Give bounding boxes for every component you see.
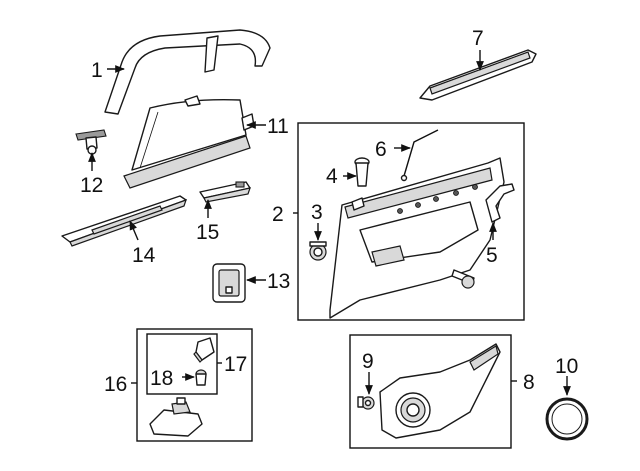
- part-5-bracket: [485, 183, 515, 223]
- callout-13: 13: [267, 270, 290, 293]
- part-11-sunshade: [123, 95, 255, 189]
- part-8-speaker-panel: [379, 343, 501, 439]
- callout-18: 18: [150, 367, 173, 390]
- callout-10: 10: [555, 355, 578, 378]
- group-box-17: [146, 333, 218, 395]
- part-16-lamp-assembly: [149, 397, 203, 437]
- part-7-belt-molding: [419, 49, 537, 101]
- callout-4: 4: [326, 165, 338, 188]
- part-1-window-molding: [104, 29, 271, 115]
- part-13-switch: [212, 263, 246, 303]
- part-9-nut: [357, 396, 375, 410]
- callout-7: 7: [472, 27, 484, 50]
- callout-14: 14: [132, 244, 156, 267]
- part-18-bulb: [195, 369, 207, 386]
- callout-6: 6: [375, 138, 387, 161]
- callout-17: 17: [224, 353, 247, 376]
- part-17-lamp-housing: [193, 337, 215, 363]
- callout-3: 3: [311, 201, 323, 224]
- group-box-2: [297, 122, 525, 321]
- callout-9: 9: [362, 350, 374, 373]
- part-4-plug: [354, 157, 370, 187]
- part-14-sill-trim: [61, 195, 187, 247]
- screw: [451, 269, 475, 289]
- part-2-door-panel: [329, 157, 505, 319]
- callout-12: 12: [80, 174, 103, 197]
- part-3-push-pin: [309, 241, 327, 261]
- callout-2: 2: [272, 203, 284, 226]
- leader-14: [129, 220, 139, 241]
- part-12-clip: [75, 129, 107, 155]
- callout-15: 15: [196, 221, 219, 244]
- callout-1: 1: [91, 59, 103, 82]
- callout-5: 5: [486, 244, 498, 267]
- part-10-ring: [545, 397, 589, 441]
- callout-11: 11: [267, 115, 289, 138]
- part-6-cable: [400, 129, 439, 182]
- part-15-bracket: [199, 181, 251, 203]
- callout-8: 8: [523, 371, 535, 394]
- group-box-16: [136, 328, 253, 442]
- group-box-8: [349, 334, 512, 449]
- callout-16: 16: [104, 373, 127, 396]
